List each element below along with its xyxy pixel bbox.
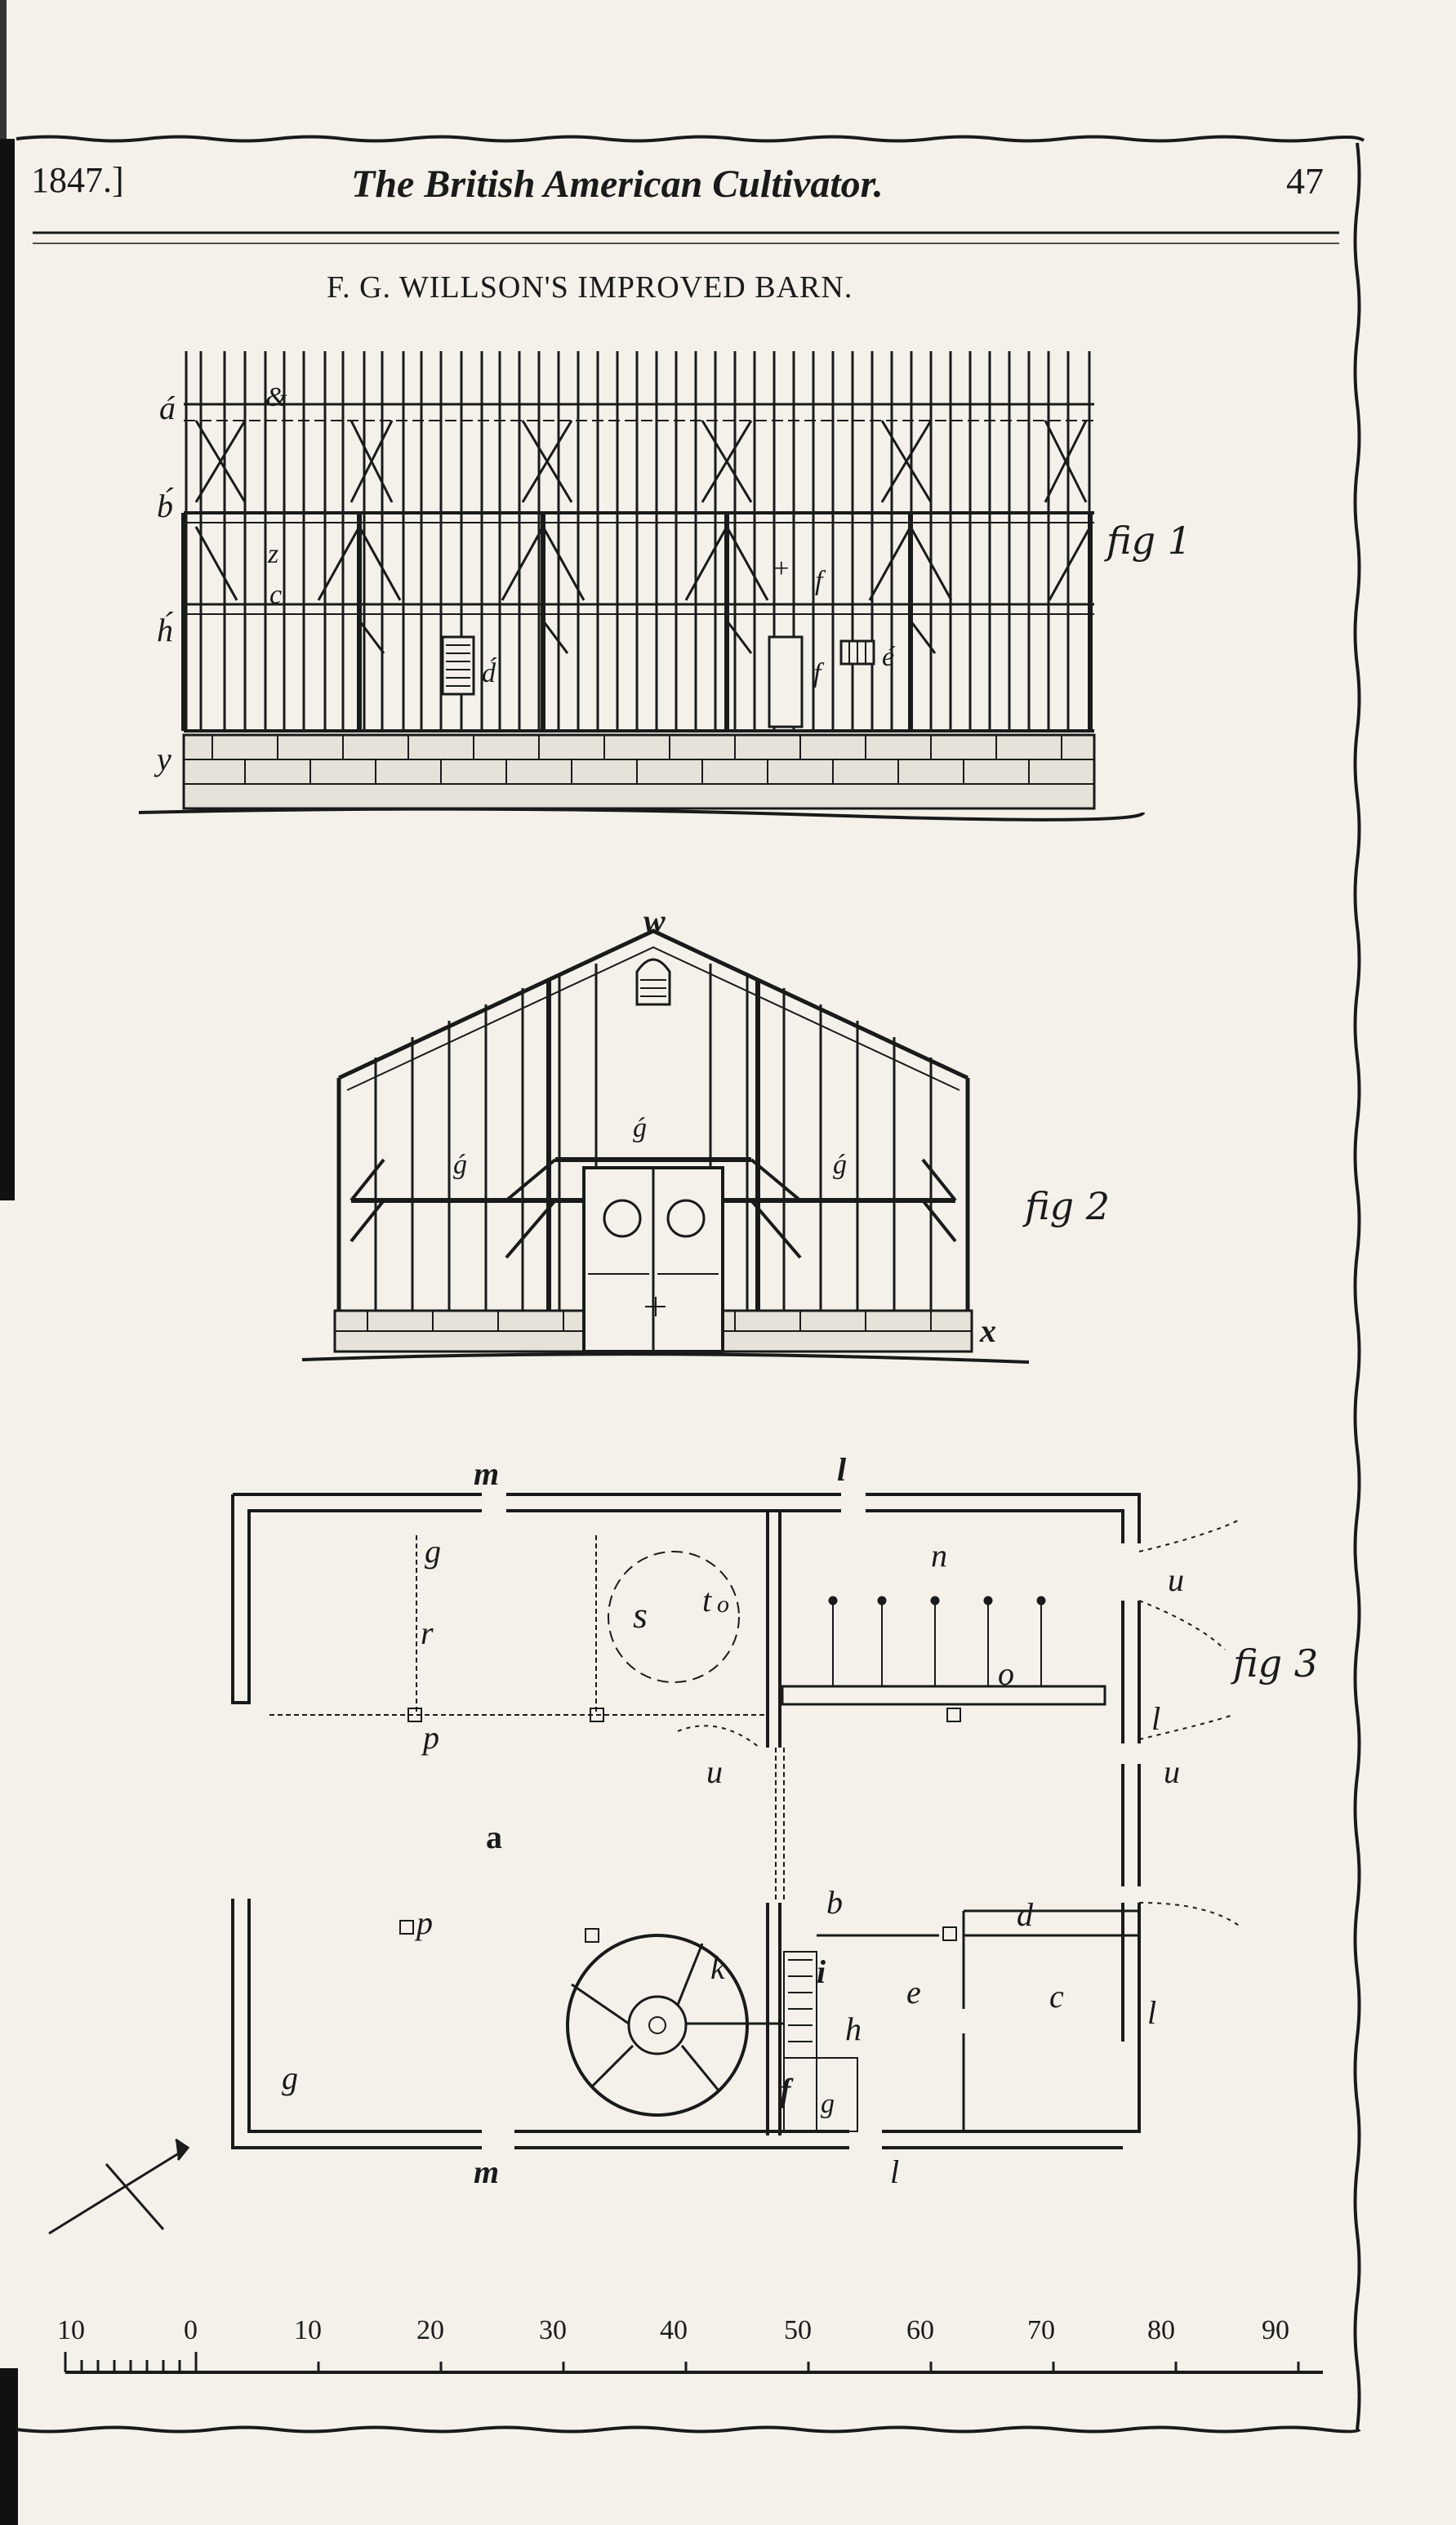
fig3-label-l-bottom: l	[890, 2153, 900, 2190]
fig3-label-d: d	[1017, 1896, 1033, 1933]
header-page-number: 47	[1286, 160, 1324, 202]
scale-tick-label: 10	[294, 2315, 322, 2345]
fig1-label-f2: f	[813, 658, 822, 688]
fig3-label-u2: u	[706, 1753, 723, 1790]
plate-title: F. G. WILLSON'S IMPROVED BARN.	[327, 270, 853, 305]
fig3-label-p2: p	[416, 1904, 433, 1941]
scale-tick-label: 60	[906, 2315, 934, 2345]
fig3-label-h: h	[845, 2011, 862, 2047]
fig3-label-u1: u	[1168, 1561, 1184, 1598]
fig3-label-u3: u	[1164, 1753, 1180, 1790]
scale-tick-label: 0	[184, 2315, 198, 2345]
fig1-label-b: b́	[157, 488, 173, 524]
fig1-elevation	[138, 351, 1145, 822]
fig1-label-y: y	[157, 741, 171, 777]
fig1-label-e: é	[882, 642, 895, 672]
fig3-label-l-right1: l	[1151, 1700, 1161, 1737]
fig1-label-plus: +	[772, 554, 790, 584]
fig3-label-g-mid: g	[821, 2089, 835, 2119]
fig3-label-m-bottom: m	[474, 2153, 500, 2190]
fig3-label-c: c	[1049, 1978, 1064, 2015]
scale-tick-label: 10	[57, 2315, 85, 2345]
fig1-label-z: z	[268, 539, 279, 569]
fig3-label-n: n	[931, 1537, 947, 1574]
fig3-label-f: f	[780, 2072, 791, 2109]
scale-tick-label: 20	[416, 2315, 444, 2345]
fig3-label-o: o	[998, 1655, 1014, 1692]
fig3-label-l-top: l	[837, 1451, 847, 1488]
fig3-label-b: b	[826, 1884, 843, 1921]
fig2-label-g3: ǵ	[833, 1150, 847, 1180]
scale-bar	[64, 2352, 1323, 2374]
fig3-label-m-top: m	[474, 1455, 500, 1492]
fig3-label-p1: p	[423, 1719, 439, 1756]
fig3-plan	[48, 1493, 1242, 2235]
scale-tick-label: 80	[1147, 2315, 1175, 2345]
fig3-label-k: k	[710, 1949, 725, 1986]
scale-tick-label: 70	[1027, 2315, 1055, 2345]
fig1-label-amp: &	[265, 382, 287, 412]
fig3-label-t: t	[702, 1582, 712, 1619]
fig3-label-r: r	[421, 1614, 434, 1651]
fig2-label-x: x	[980, 1312, 996, 1349]
scale-tick-label: 40	[660, 2315, 688, 2345]
fig3-label-a: a	[486, 1819, 502, 1855]
scale-tick-label: 30	[539, 2315, 567, 2345]
fig1-caption: fig 1	[1106, 519, 1192, 563]
fig3-label-i: i	[817, 1953, 826, 1990]
fig1-label-c: c	[269, 580, 283, 610]
fig2-gable	[301, 929, 1030, 1364]
scale-tick-label: 90	[1262, 2315, 1289, 2345]
fig1-label-h: h́	[157, 612, 173, 648]
fig2-label-g2: ǵ	[633, 1113, 647, 1143]
fig1-label-a: á	[159, 390, 176, 426]
fig3-label-g-bottom: g	[282, 2060, 298, 2096]
fig2-label-g1: ǵ	[453, 1150, 467, 1180]
header-year: 1847.]	[31, 160, 124, 200]
fig3-caption: fig 3	[1233, 1641, 1319, 1686]
fig3-label-l-right2: l	[1147, 1994, 1157, 2031]
fig3-label-o-small: o	[717, 1591, 729, 1618]
fig2-label-w: w	[643, 902, 666, 939]
header-title: The British American Cultivator.	[351, 163, 884, 206]
fig1-label-f1: f	[815, 566, 823, 596]
fig3-label-e: e	[906, 1974, 921, 2011]
scale-tick-label: 50	[784, 2315, 812, 2345]
fig3-label-g-top: g	[425, 1533, 441, 1570]
fig1-label-d: d́	[482, 658, 496, 688]
fig2-caption: fig 2	[1025, 1184, 1111, 1228]
fig3-label-s: s	[633, 1594, 648, 1636]
